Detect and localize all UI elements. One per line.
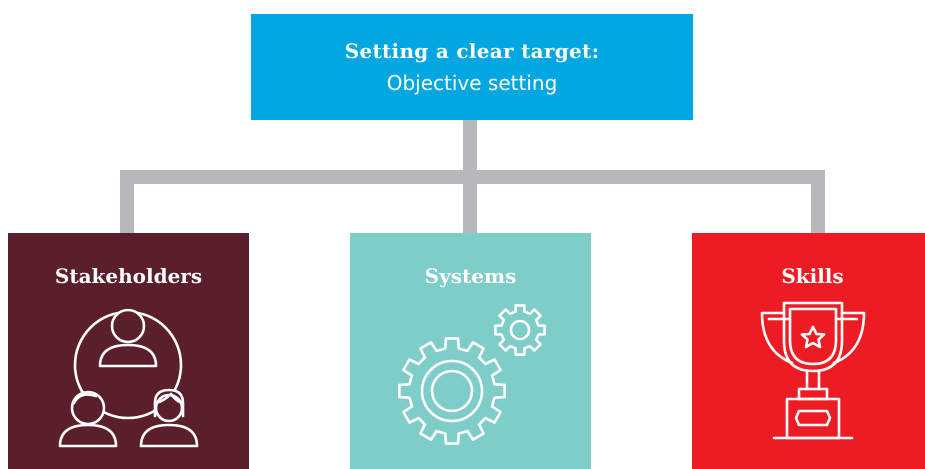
connector-vertical-main	[463, 120, 477, 179]
connector-right	[811, 170, 825, 233]
systems-label: Systems	[424, 264, 517, 288]
people-group-icon	[58, 308, 199, 448]
skills-card: Skills	[692, 233, 925, 469]
trophy-icon	[760, 301, 866, 440]
systems-card: Systems	[350, 233, 591, 469]
connector-center	[463, 170, 477, 233]
stakeholders-card: Stakeholders	[8, 233, 249, 469]
objective-setting-box: Setting a clear target: Objective settin…	[251, 14, 693, 120]
skills-label: Skills	[781, 264, 844, 288]
objective-title: Setting a clear target:	[344, 39, 600, 63]
gears-icon	[398, 304, 546, 445]
objective-subtitle: Objective setting	[386, 71, 558, 95]
connector-left	[120, 170, 134, 233]
stakeholders-label: Stakeholders	[54, 264, 203, 288]
